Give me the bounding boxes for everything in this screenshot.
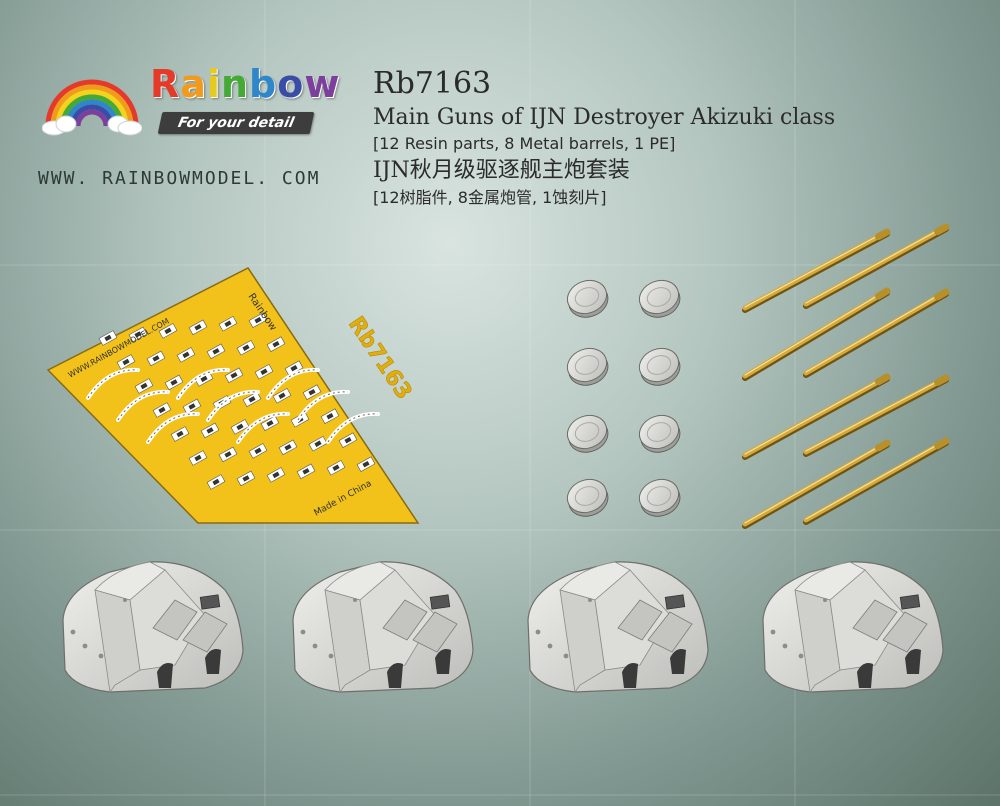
brand-logo: Rainbow For your detail WWW. RAINBOWMODE… [38,62,352,192]
resin-turret [62,561,244,694]
blast-bags [566,279,681,517]
brand-name-letter: w [304,62,341,106]
parts-list-english: [12 Resin parts, 8 Metal barrels, 1 PE] [373,134,676,153]
metal-barrel [803,437,950,525]
metal-barrel [742,439,891,529]
brand-website: WWW. RAINBOWMODEL. COM [38,168,321,189]
resin-turret [527,561,709,694]
blast-bag [566,279,609,318]
brand-name: Rainbow [150,62,340,106]
product-title-english: Main Guns of IJN Destroyer Akizuki class [373,105,836,130]
product-title-block: Rb7163 Main Guns of IJN Destroyer Akizuk… [373,64,973,210]
photo-etch-sheet: Rainbow Rb7163 WWW.RAINBOWMODEL.COM Made… [46,267,420,524]
blast-bag [638,347,681,386]
blast-bag [638,414,681,453]
blast-bag [638,279,681,318]
metal-barrel [803,374,950,457]
brand-name-letter: a [180,62,207,106]
brand-name-letter: R [150,62,181,106]
metal-barrel [742,373,891,460]
resin-turret [762,561,944,694]
blast-bag [638,478,681,517]
blast-bag [566,414,609,453]
resin-turrets [62,561,944,694]
metal-barrel [803,223,950,309]
brand-name-letter: b [249,62,278,106]
metal-barrels [742,223,950,529]
blast-bag [566,347,609,386]
parts-list-chinese: [12树脂件, 8金属炮管, 1蚀刻片] [373,188,607,207]
metal-barrel [742,228,891,313]
brand-name-letter: n [220,62,250,106]
metal-barrel [803,288,950,378]
brand-name-letter: o [277,62,305,106]
resin-turret [292,561,474,694]
brand-name-letter: i [206,62,221,106]
blast-bag [566,478,609,517]
product-code: Rb7163 [373,66,492,101]
pe-sheet-code: Rb7163 [343,312,416,404]
rainbow-arc-icon [42,79,142,136]
product-title-chinese: IJN秋月级驱逐舰主炮套装 [373,158,630,183]
metal-barrel [742,287,891,381]
